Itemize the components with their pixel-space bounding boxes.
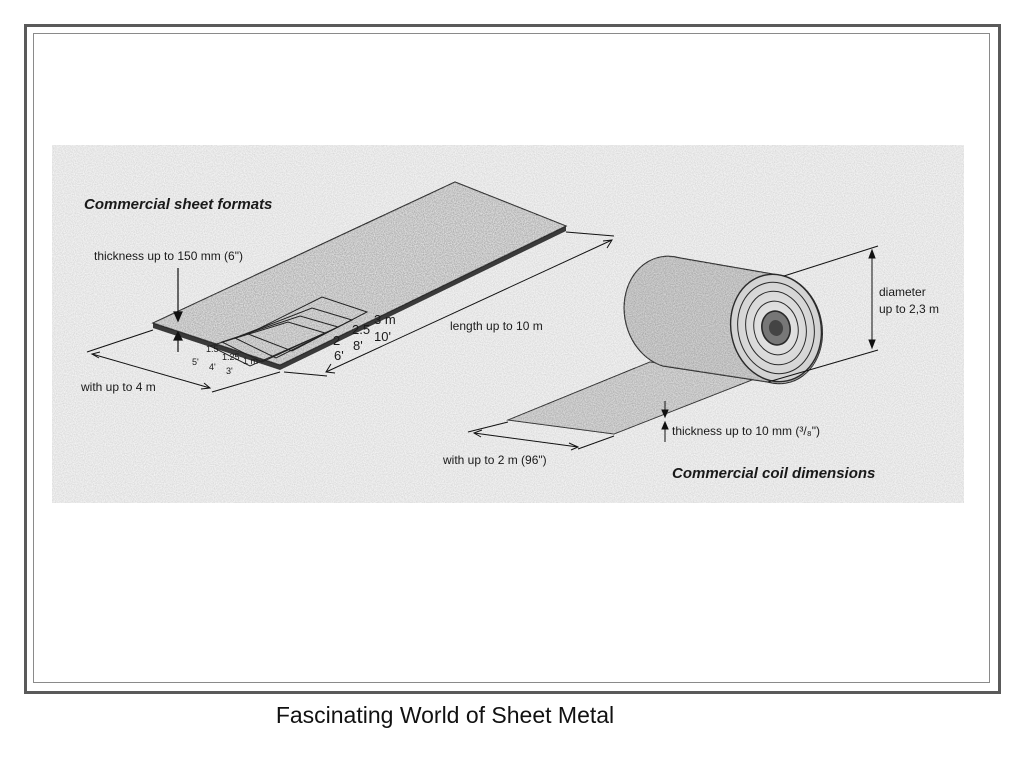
size-label-2: 2 — [333, 333, 340, 348]
size-label-8ft: 8' — [353, 338, 363, 353]
size-label-3m: 3 m — [374, 312, 396, 327]
size-label-1.25: 1.25 — [222, 352, 240, 362]
size-label-2.5: 2.5 — [352, 322, 370, 337]
sheet-thickness-arrow — [173, 268, 183, 352]
size-label-10ft: 10' — [374, 329, 391, 344]
sheet-length-label: length up to 10 m — [450, 319, 543, 333]
sheet-drawing: Commercial sheet formats thickness up to… — [80, 181, 615, 394]
coil-diameter-label-2: up to 2,3 m — [879, 302, 939, 316]
coil-thickness-label: thickness up to 10 mm (³/₈") — [672, 424, 820, 438]
size-label-6ft: 6' — [334, 348, 344, 363]
slide-outer-frame — [24, 24, 1001, 694]
coil-diameter-label-1: diameter — [879, 285, 926, 299]
size-label-1m: 1 m — [243, 356, 258, 366]
size-label-5ft: 5' — [192, 357, 199, 367]
size-label-4ft: 4' — [209, 362, 216, 372]
sheet-width-label: with up to 4 m — [80, 380, 156, 394]
sheet-length-dimension — [283, 231, 615, 377]
coil-width-dimension — [467, 421, 615, 451]
coil-thickness-arrow — [661, 401, 669, 442]
coil-title: Commercial coil dimensions — [672, 465, 875, 482]
slide-inner-frame — [33, 33, 990, 683]
sheet-width-dimension — [86, 329, 281, 393]
slide-caption: Fascinating World of Sheet Metal — [275, 702, 615, 728]
coil-diameter-dimension — [767, 245, 879, 383]
sheet-thickness-label: thickness up to 150 mm (6") — [94, 249, 243, 263]
coil-width-label: with up to 2 m (96") — [442, 453, 547, 467]
coil-end-face — [729, 273, 823, 383]
sheet-size-outlines — [208, 296, 369, 367]
sheet-title: Commercial sheet formats — [84, 196, 272, 213]
coil-drawing: diameter up to 2,3 m thickness up to 10 … — [442, 245, 939, 482]
size-label-1.5: 1.5 — [206, 344, 219, 354]
size-label-3ft: 3' — [226, 366, 233, 376]
